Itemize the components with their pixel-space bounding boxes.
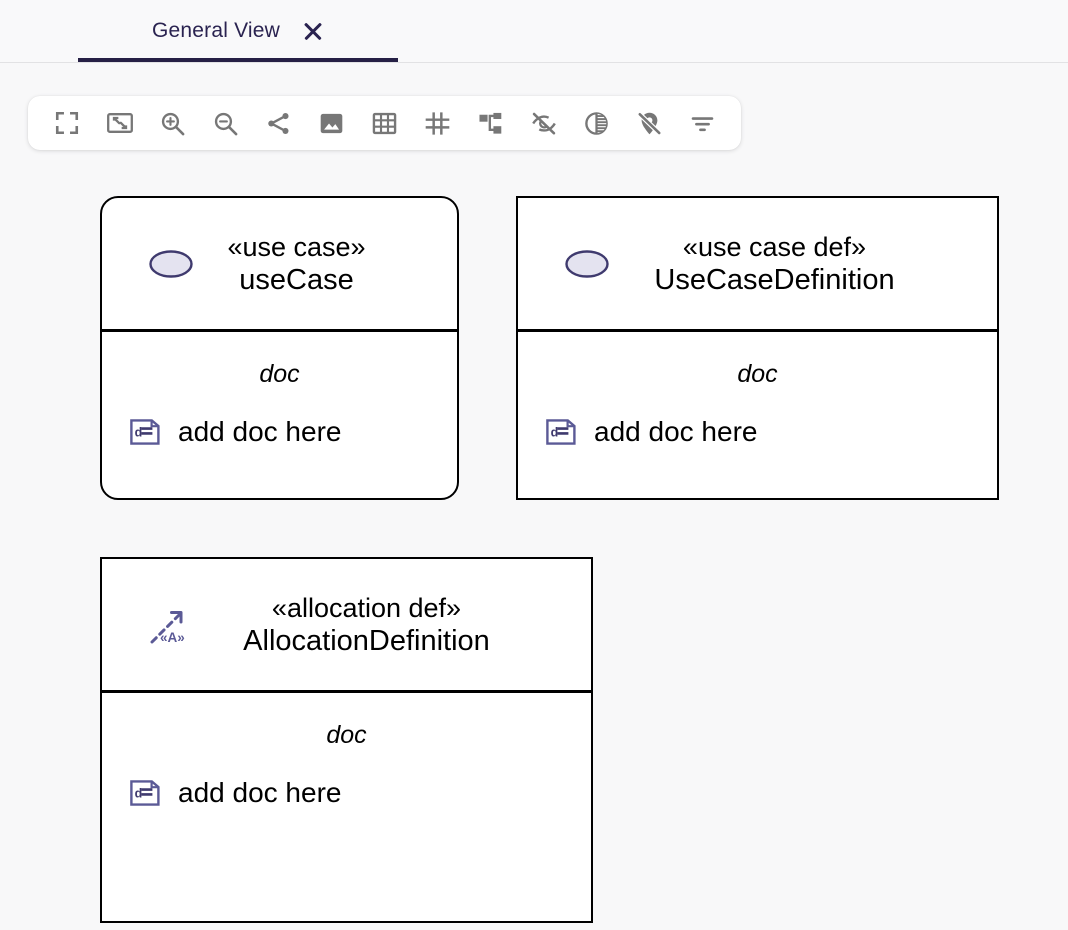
share-button[interactable] (252, 96, 305, 150)
zoom-out-button[interactable] (199, 96, 252, 150)
zoom-to-fit-button[interactable] (93, 96, 146, 150)
fit-screen-icon (54, 110, 80, 136)
doc-text: add doc here (178, 416, 342, 447)
node-stereotype: «allocation def» (271, 593, 462, 624)
diagram-node-use-case[interactable]: «use case» useCase doc d add doc here (100, 196, 459, 500)
compartment-title: doc (259, 360, 300, 388)
tab-bar: General View (0, 0, 1068, 63)
snap-to-grid-button[interactable] (411, 96, 464, 150)
documentation-icon: d (544, 415, 578, 449)
doc-row[interactable]: d add doc here (102, 776, 591, 810)
close-icon[interactable] (302, 20, 324, 42)
documentation-icon: d (128, 415, 162, 449)
hide-elements-button[interactable] (517, 96, 570, 150)
contrast-button[interactable] (570, 96, 623, 150)
node-name: UseCaseDefinition (654, 263, 895, 296)
grid-button[interactable] (358, 96, 411, 150)
tab-label: General View (151, 19, 281, 42)
diagram-canvas[interactable]: «use case» useCase doc d add doc here (0, 63, 1068, 930)
svg-text:d: d (551, 425, 559, 439)
use-case-ellipse-icon (148, 248, 194, 280)
doc-row[interactable]: d add doc here (102, 415, 457, 449)
eye-off-icon (530, 110, 558, 137)
node-stereotype: «use case def» (682, 232, 867, 263)
location-off-icon (636, 110, 663, 137)
node-title-block: «use case def» UseCaseDefinition (620, 232, 894, 298)
compartment-title: doc (326, 721, 367, 749)
tab-active-underline (78, 58, 398, 62)
share-icon (265, 110, 292, 137)
hierarchy-icon (477, 110, 504, 137)
svg-text:«A»: «A» (160, 630, 185, 645)
node-stereotype: «use case» (227, 232, 366, 263)
node-compartment-divider (102, 329, 457, 332)
diagram-node-allocation-definition[interactable]: «A» «allocation def» AllocationDefinitio… (100, 557, 593, 923)
doc-row[interactable]: d add doc here (518, 415, 997, 449)
node-compartment-divider (518, 329, 997, 332)
node-title-block: «allocation def» AllocationDefinition (203, 593, 490, 659)
node-header: «A» «allocation def» AllocationDefinitio… (102, 559, 591, 693)
diagram-node-use-case-definition[interactable]: «use case def» UseCaseDefinition doc d a… (516, 196, 999, 500)
image-icon (318, 110, 345, 137)
compartment-title: doc (737, 360, 778, 388)
diagram-toolbar (28, 96, 741, 150)
node-compartment-doc: doc d add doc here (102, 693, 591, 921)
filter-button[interactable] (676, 96, 729, 150)
node-header: «use case def» UseCaseDefinition (518, 198, 997, 332)
use-case-ellipse-icon (564, 248, 610, 280)
layout-tree-button[interactable] (464, 96, 517, 150)
node-compartment-doc: doc d add doc here (102, 332, 457, 498)
node-name: AllocationDefinition (243, 624, 490, 657)
svg-text:d: d (135, 425, 143, 439)
hide-markers-button[interactable] (623, 96, 676, 150)
fit-to-screen-button[interactable] (40, 96, 93, 150)
zoom-in-icon (159, 110, 186, 137)
node-title-block: «use case» useCase (193, 232, 365, 298)
hash-grid-icon (424, 110, 451, 137)
grid-icon (371, 110, 398, 137)
doc-text: add doc here (594, 416, 758, 447)
allocation-arrow-icon: «A» (146, 604, 196, 650)
svg-text:d: d (135, 786, 143, 800)
node-compartment-divider (102, 690, 591, 693)
documentation-icon: d (128, 776, 162, 810)
tab-general-view[interactable]: General View (78, 0, 398, 62)
fit-image-icon (106, 110, 134, 136)
contrast-icon (583, 110, 610, 137)
filter-icon (689, 110, 716, 137)
zoom-in-button[interactable] (146, 96, 199, 150)
node-header: «use case» useCase (102, 198, 457, 332)
export-image-button[interactable] (305, 96, 358, 150)
doc-text: add doc here (178, 777, 342, 808)
node-compartment-doc: doc d add doc here (518, 332, 997, 498)
node-name: useCase (239, 263, 354, 296)
zoom-out-icon (212, 110, 239, 137)
